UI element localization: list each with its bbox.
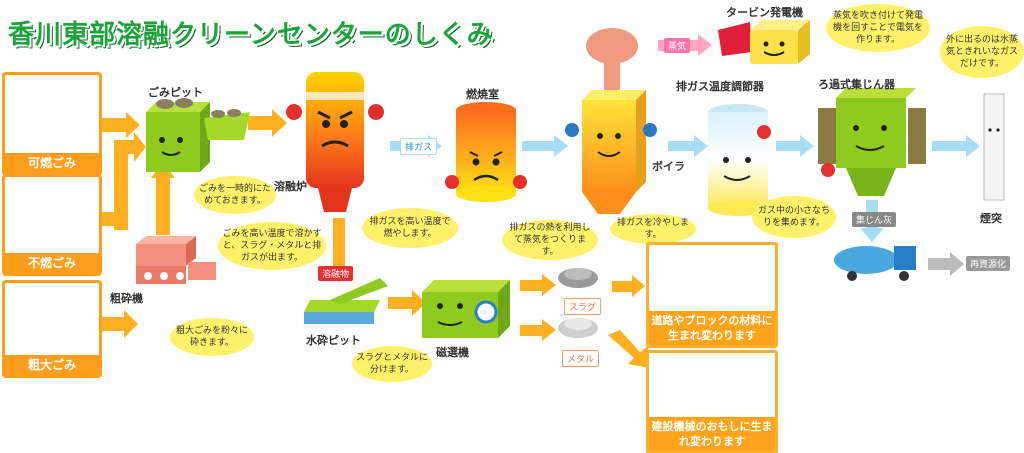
label-boiler: ボイラ	[652, 160, 685, 173]
tag-slag: スラグ	[564, 298, 602, 315]
label-crusher: 粗砕機	[110, 292, 143, 305]
recycle-arrow	[928, 252, 964, 276]
source-burnable-label: 可燃ごみ	[5, 153, 99, 173]
tag-recycle: 再資源化	[966, 256, 1011, 271]
tag-metal: メタル	[562, 350, 600, 367]
label-water-pit: 水砕ピット	[306, 334, 361, 347]
tag-fly-ash: 集じん灰	[852, 212, 897, 227]
label-temp-regulator: 排ガス温度調節器	[676, 80, 764, 93]
label-melting-furnace: 溶融炉	[274, 180, 307, 193]
bubble-boiler: 排ガスの熱を利用して蒸気をつくります。	[502, 220, 598, 260]
result-slag-use: 道路やブロックの材料に生まれ変わります	[646, 242, 778, 348]
truck-art	[834, 246, 916, 281]
bubble-regulator: 排ガスを冷やします。	[610, 214, 696, 244]
boiler-art	[565, 28, 657, 214]
garbage-pit-art	[146, 98, 250, 172]
page-title: 香川東部溶融クリーンセンターのしくみ	[8, 20, 494, 50]
tag-molten: 溶融物	[318, 266, 354, 281]
bubble-chimney: 外に出るのは水蒸気ときれいなガスだけです。	[940, 26, 1024, 78]
label-turbine: タービン発電機	[726, 6, 803, 19]
separator-art	[422, 280, 510, 338]
source-nonburnable-label: 不燃ごみ	[5, 253, 99, 273]
bubble-turbine: 蒸気を吹き付けて発電機を回すことで電気を作ります。	[826, 4, 930, 52]
label-chimney: 煙突	[980, 212, 1002, 225]
water-pit-art	[304, 278, 388, 324]
bubble-crusher: 粗大ごみを粉々に砕きます。	[170, 318, 254, 356]
tag-exhaust-gas: 排ガス	[400, 138, 438, 155]
bubble-furnace: ごみを高い温度で溶かすと、スラグ・メタルと排ガスが出ます。	[218, 222, 326, 270]
slag-pile-art	[558, 268, 598, 288]
source-arrows	[96, 109, 650, 368]
combustion-chamber-art	[445, 102, 527, 202]
bubble-combustion: 排ガスを高い温度で燃やします。	[362, 208, 458, 248]
label-pit: ごみピット	[148, 86, 203, 99]
label-separator: 磁選機	[436, 346, 469, 359]
result-metal-use: 建設機械のおもしに生まれ変わります	[646, 350, 778, 453]
chimney-art	[983, 93, 1005, 201]
result-slag-use-text: 道路やブロックの材料に生まれ変わります	[649, 311, 775, 345]
metal-pile-art	[558, 318, 598, 338]
tag-steam: 蒸気	[664, 38, 691, 53]
source-burnable: 可燃ごみ	[2, 72, 102, 176]
result-metal-use-text: 建設機械のおもしに生まれ変わります	[649, 417, 775, 451]
label-combustion-chamber: 燃焼室	[466, 88, 499, 101]
bubble-filter: ガス中の小さなちりを集めます。	[752, 196, 836, 238]
source-oversized-label: 粗大ごみ	[5, 355, 99, 375]
label-filter: ろ過式集じん器	[818, 78, 895, 91]
source-oversized: 粗大ごみ	[2, 280, 102, 378]
filter-art	[818, 88, 926, 196]
turbine-art	[718, 20, 810, 64]
crusher-art	[136, 236, 216, 284]
bubble-separator: スラグとメタルに分けます。	[352, 346, 432, 382]
temp-regulator-art	[708, 104, 771, 216]
source-nonburnable: 不燃ごみ	[2, 174, 102, 276]
melting-furnace-art	[286, 72, 384, 212]
bubble-pit: ごみを一時的にためておきます。	[194, 176, 276, 214]
